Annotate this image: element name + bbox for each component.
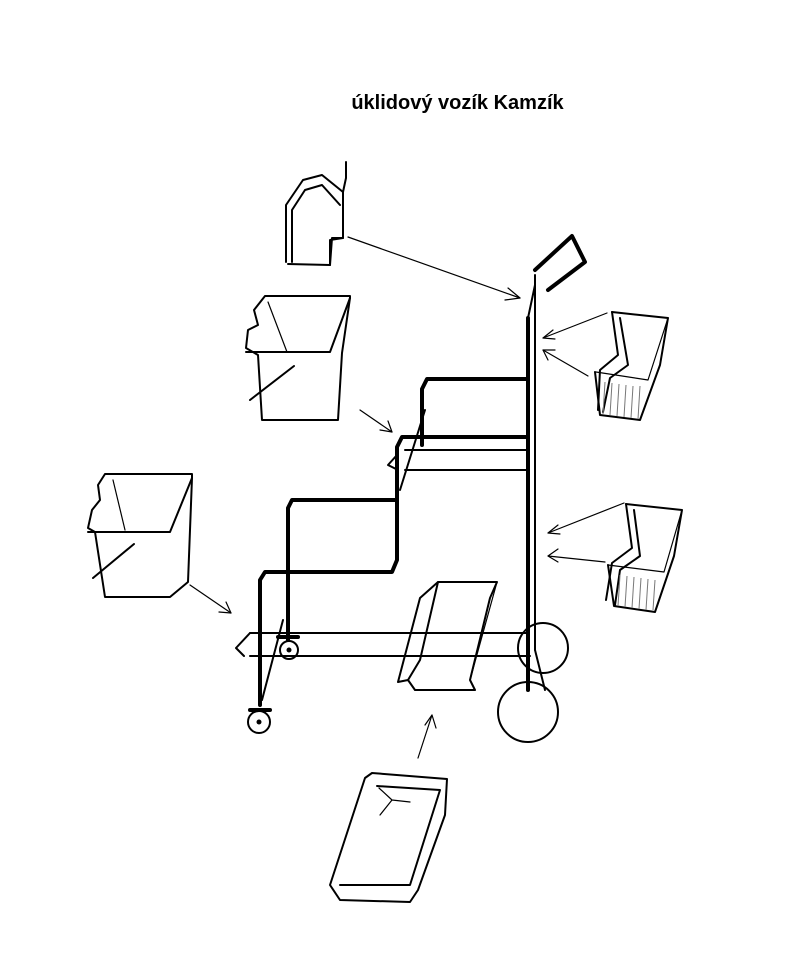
cart-frame bbox=[236, 236, 585, 742]
bottom-box-part bbox=[330, 773, 447, 902]
tray-part bbox=[398, 582, 497, 690]
left-bucket-part bbox=[88, 474, 192, 597]
upper-bucket-part bbox=[246, 296, 350, 420]
upper-basket-part bbox=[595, 312, 668, 420]
bag-holder-part bbox=[286, 162, 346, 265]
lower-basket-part bbox=[606, 504, 682, 612]
